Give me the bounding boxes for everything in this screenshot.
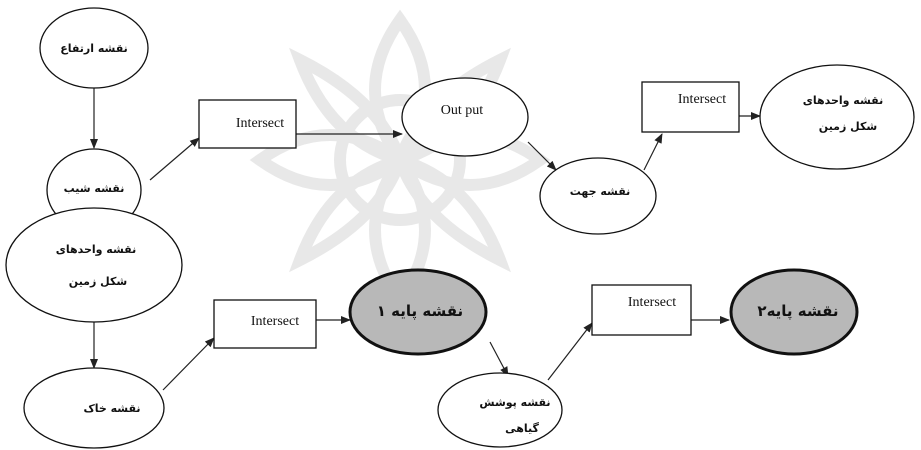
intersect-box-1: Intersect — [198, 99, 297, 149]
landform-units-left-line1: نقشه واحدهای — [56, 243, 136, 256]
intersect-box-4: Intersect — [591, 284, 692, 336]
edge-aspect-to-intersect2 — [643, 133, 663, 171]
node-base-map-2[interactable]: نقشه پایه۲ — [729, 268, 859, 356]
node-base-map-1[interactable]: نقشه پایه ۱ — [348, 268, 488, 356]
intersect-box-3: Intersect — [213, 299, 317, 349]
intersect-2-label: Intersect — [678, 92, 726, 107]
edge-soil-to-intersect3 — [162, 337, 215, 391]
intersect-4-label: Intersect — [628, 295, 676, 310]
watermark-rosette — [249, 9, 551, 311]
node-elevation-map: نقشه ارتفاع — [39, 7, 149, 89]
node-soil-map: نقشه خاک — [23, 367, 165, 449]
intersect-1-label: Intersect — [236, 116, 284, 131]
base-map-1-label: نقشه پایه ۱ — [377, 302, 463, 321]
intersect-box-2: Intersect — [641, 81, 740, 133]
intersect-3-label: Intersect — [251, 314, 299, 329]
edge-vegetation-to-intersect4 — [547, 322, 593, 381]
edge-output-to-aspect — [527, 141, 557, 171]
elevation-map-label: نقشه ارتفاع — [60, 42, 128, 55]
slope-map-label: نقشه شیب — [64, 182, 125, 195]
node-output: Out put — [401, 77, 529, 157]
base-map-2-label: نقشه پایه۲ — [757, 302, 838, 321]
output-label: Out put — [441, 103, 484, 118]
node-vegetation-map: نقشه پوشش گیاهی — [437, 372, 563, 448]
edges — [90, 88, 761, 391]
aspect-map-label: نقشه جهت — [570, 185, 631, 198]
edge-base1-to-vegetation — [489, 341, 509, 377]
soil-map-label: نقشه خاک — [83, 402, 140, 415]
landform-units-right-line1: نقشه واحدهای — [803, 94, 883, 107]
node-landform-units-left: نقشه واحدهای شکل زمین — [5, 207, 183, 323]
vegetation-map-line2: گیاهی — [505, 422, 539, 435]
landform-units-right-line2: شکل زمین — [819, 120, 877, 133]
edge-slope-to-intersect1 — [149, 137, 200, 181]
node-aspect-map: نقشه جهت — [539, 157, 657, 235]
landform-units-left-line2: شکل زمین — [69, 275, 127, 288]
node-landform-units-right: نقشه واحدهای شکل زمین — [759, 64, 915, 170]
vegetation-map-line1: نقشه پوشش — [479, 396, 550, 409]
